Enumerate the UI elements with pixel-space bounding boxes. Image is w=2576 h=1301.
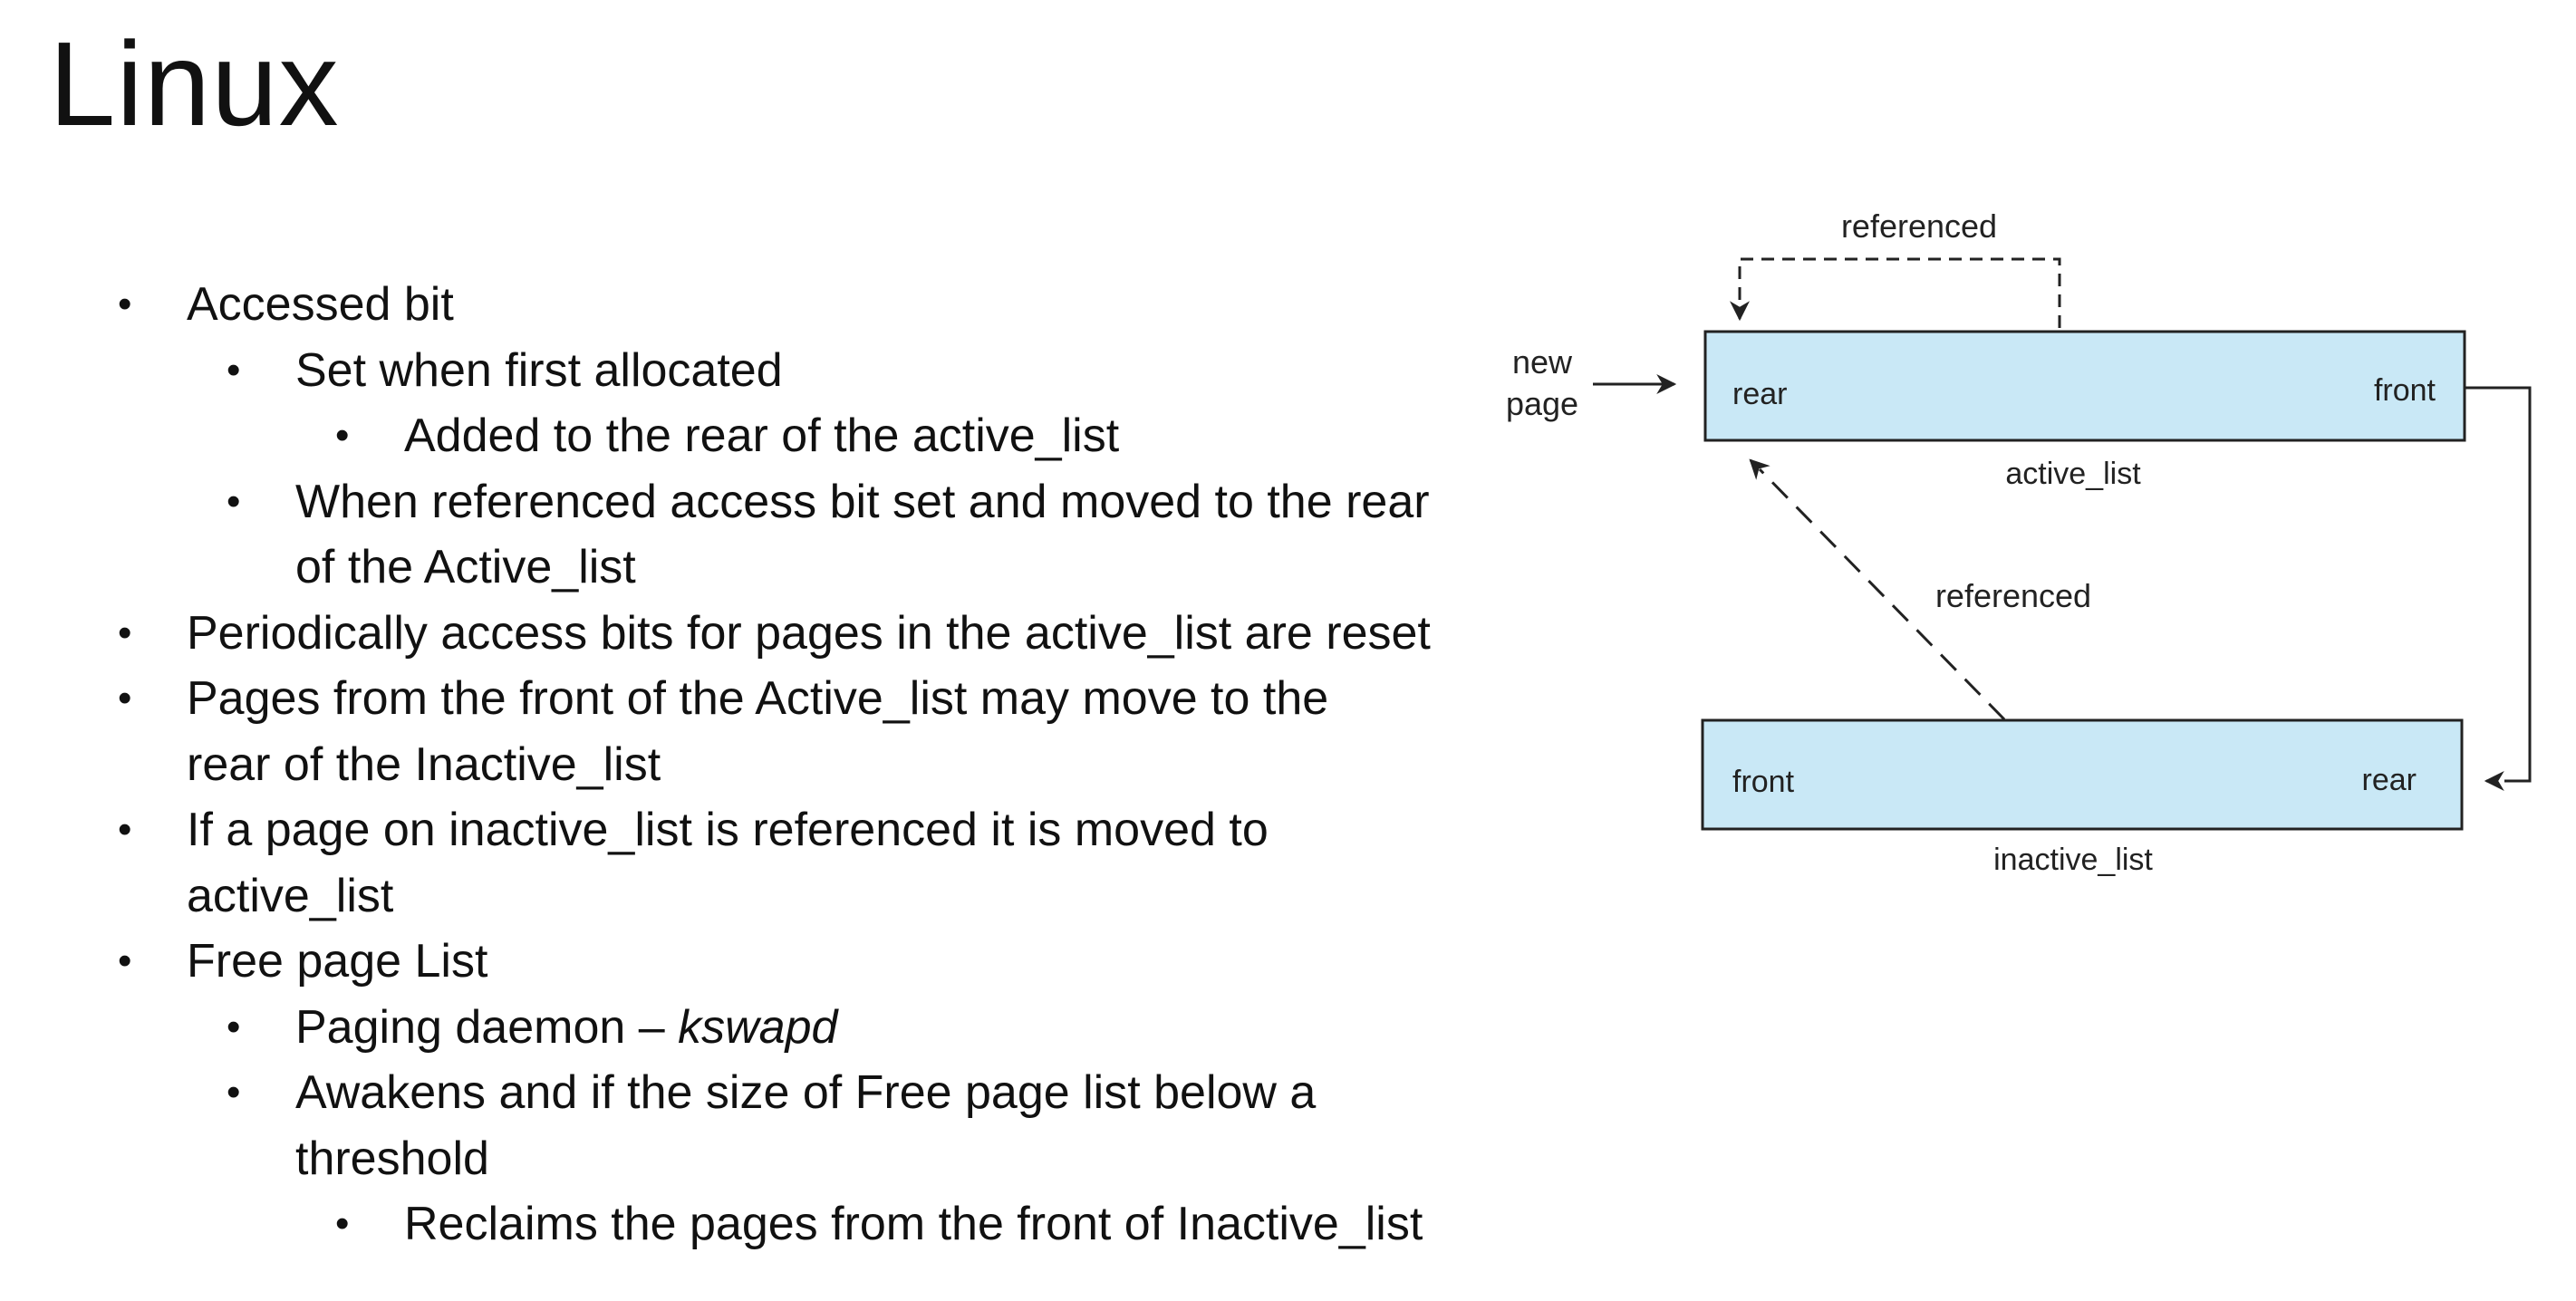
bullet-dot-icon: •	[227, 478, 241, 524]
bullet-dot-icon: •	[118, 282, 132, 326]
bullet-item: • Free page List	[0, 929, 1522, 995]
bullet-text: Set when first allocated	[295, 343, 783, 397]
bullet-item: • Pages from the front of the Active_list…	[0, 666, 1522, 732]
promote-arrowhead	[1749, 458, 1770, 480]
promote-arrow-line	[1758, 467, 2006, 721]
bullet-italic-text: kswapd	[678, 1000, 838, 1054]
diagram-svg: rear front active_list front rear inacti…	[1506, 207, 2532, 877]
bullet-list: • Accessed bit • Set when first allocated • A…	[0, 272, 1522, 1258]
referenced-loop-line	[1738, 257, 2061, 328]
active-list-front-label: front	[2374, 373, 2436, 408]
bullet-item: • Accessed bit	[0, 272, 1522, 338]
bullet-text: threshold	[295, 1132, 489, 1185]
bullet-item: • Awakens and if the size of Free page li…	[0, 1060, 1522, 1126]
page-replacement-diagram: rear front active_list front rear inacti…	[1486, 181, 2573, 906]
bullet-continuation: of the Active_list	[0, 535, 1522, 601]
bullet-dot-icon: •	[118, 807, 132, 852]
bullet-dot-icon: •	[227, 347, 241, 392]
bullet-text: of the Active_list	[295, 541, 636, 593]
new-page-label-line1: new	[1512, 343, 1573, 381]
bullet-text: Awakens and if the size of Free page lis…	[295, 1066, 1317, 1119]
new-page-label-line2: page	[1506, 385, 1578, 422]
bullet-text: If a page on inactive_list is referenced…	[187, 804, 1269, 856]
bullet-text: When referenced access bit set and moved…	[295, 475, 1430, 528]
inactive-list-box	[1701, 718, 2464, 831]
bullet-item: • Set when first allocated	[0, 338, 1522, 404]
bullet-text: Accessed bit	[187, 278, 454, 331]
active-list-box	[1703, 330, 2466, 442]
bullet-dot-icon: •	[227, 1070, 241, 1114]
inactive-list-name: inactive_list	[1993, 843, 2153, 877]
bullet-item: • Periodically access bits for pages in t…	[0, 601, 1522, 667]
bullet-item: • Added to the rear of the active_list	[0, 403, 1522, 469]
inactive-list-front-label: front	[1732, 765, 1795, 799]
active-list-name: active_list	[2005, 457, 2141, 491]
bullet-continuation: active_list	[0, 863, 1522, 930]
bullet-continuation: rear of the Inactive_list	[0, 732, 1522, 798]
bullet-item: • Reclaims the pages from the front of In…	[0, 1191, 1522, 1258]
active-list-rear-label: rear	[1732, 377, 1787, 411]
bullet-continuation: threshold	[0, 1126, 1522, 1192]
bullet-text: Free page List	[187, 935, 488, 988]
bullet-text: Pages from the front of the Active_list …	[187, 672, 1329, 725]
bullet-dot-icon: •	[227, 1004, 241, 1049]
bullet-text: Periodically access bits for pages in th…	[187, 606, 1431, 660]
bullet-text: active_list	[187, 869, 394, 922]
inactive-list-rear-label: rear	[2362, 763, 2417, 797]
bullet-dot-icon: •	[118, 676, 132, 720]
referenced-middle-label: referenced	[1935, 577, 2091, 614]
bullet-text: Paging daemon –	[295, 1000, 679, 1054]
bullet-item: • If a page on inactive_list is reference…	[0, 797, 1522, 863]
bullet-dot-icon: •	[335, 1201, 350, 1246]
bullet-text: Reclaims the pages from the front of Ina…	[404, 1198, 1423, 1250]
bullet-item: • When referenced access bit set and move…	[0, 469, 1522, 535]
bullet-text: rear of the Inactive_list	[187, 737, 661, 791]
bullet-dot-icon: •	[118, 939, 132, 983]
bullet-dot-icon: •	[335, 413, 350, 458]
bullet-text: Added to the rear of the active_list	[404, 410, 1120, 462]
bullet-dot-icon: •	[118, 610, 132, 655]
page-title: Linux	[49, 17, 340, 150]
demote-arrow-line	[2465, 386, 2532, 783]
referenced-top-label: referenced	[1841, 207, 1997, 245]
bullet-item: • Paging daemon – kswapd	[0, 995, 1522, 1061]
